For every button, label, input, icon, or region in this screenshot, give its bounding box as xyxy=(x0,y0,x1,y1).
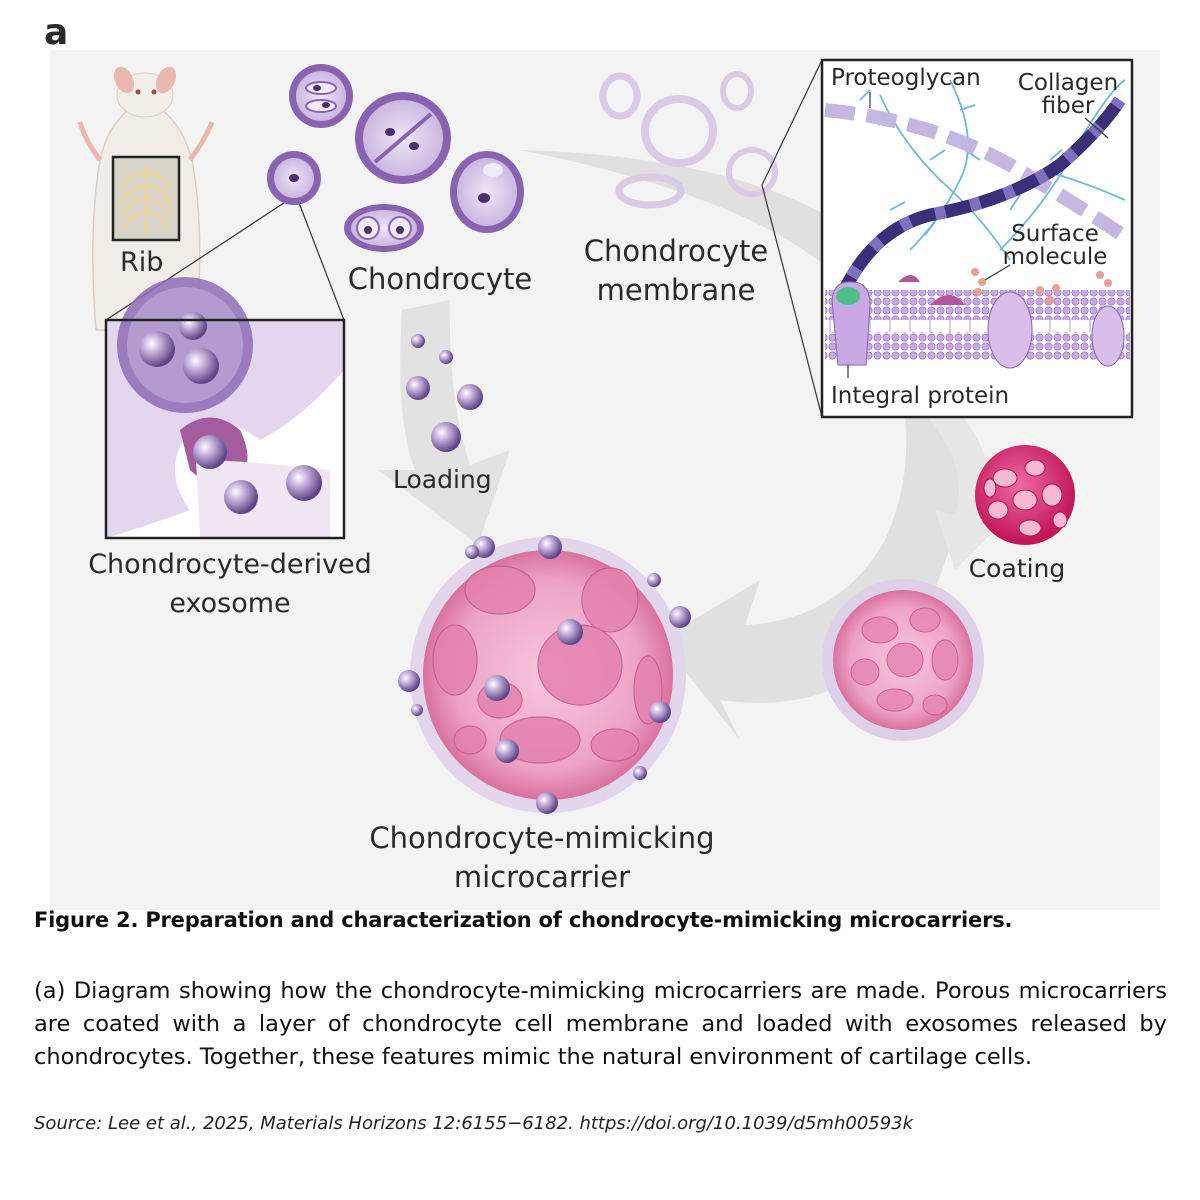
rib-label: Rib xyxy=(120,247,163,278)
exosome-inset xyxy=(104,194,346,540)
chondrocyte-label: Chondrocyte xyxy=(348,262,533,296)
chondrocyte-mimicking-microcarrier xyxy=(398,535,691,814)
mouse-illustration xyxy=(77,66,215,331)
membrane-vesicles xyxy=(599,71,778,209)
surface-molecule-label-line2: molecule xyxy=(1003,244,1108,270)
coating-microcarrier xyxy=(975,445,1075,545)
surface-molecule-label-line1: Surface xyxy=(1011,221,1099,247)
collagen-label-line2: fiber xyxy=(1042,93,1095,119)
coated-microcarrier xyxy=(822,579,984,741)
membrane-detail-inset xyxy=(761,58,1134,419)
figure-caption-body: (a) Diagram showing how the chondrocyte-… xyxy=(34,978,1167,1070)
microcarrier-label-line2: microcarrier xyxy=(454,860,630,894)
loading-exosomes xyxy=(406,334,483,452)
exosome-label-line1: Chondrocyte-derived xyxy=(88,549,372,580)
loading-label: Loading xyxy=(393,465,492,494)
proteoglycan-label: Proteoglycan xyxy=(831,65,981,91)
panel-label: a xyxy=(44,12,68,53)
membrane-label-line1: Chondrocyte xyxy=(584,234,769,268)
collagen-label-line1: Collagen xyxy=(1018,70,1118,96)
chondrocyte-cells xyxy=(267,64,524,252)
figure-source-citation: Source: Lee et al., 2025, Materials Hori… xyxy=(34,1113,914,1134)
integral-protein-label: Integral protein xyxy=(831,383,1009,409)
membrane-label-line2: membrane xyxy=(597,273,756,307)
exosome-label-line2: exosome xyxy=(169,588,290,619)
microcarrier-label-line1: Chondrocyte-mimicking xyxy=(369,821,714,855)
coating-label: Coating xyxy=(969,554,1066,583)
figure-diagram: a Rib xyxy=(44,12,1160,910)
figure-caption-title: Figure 2. Preparation and characterizati… xyxy=(34,908,1013,932)
